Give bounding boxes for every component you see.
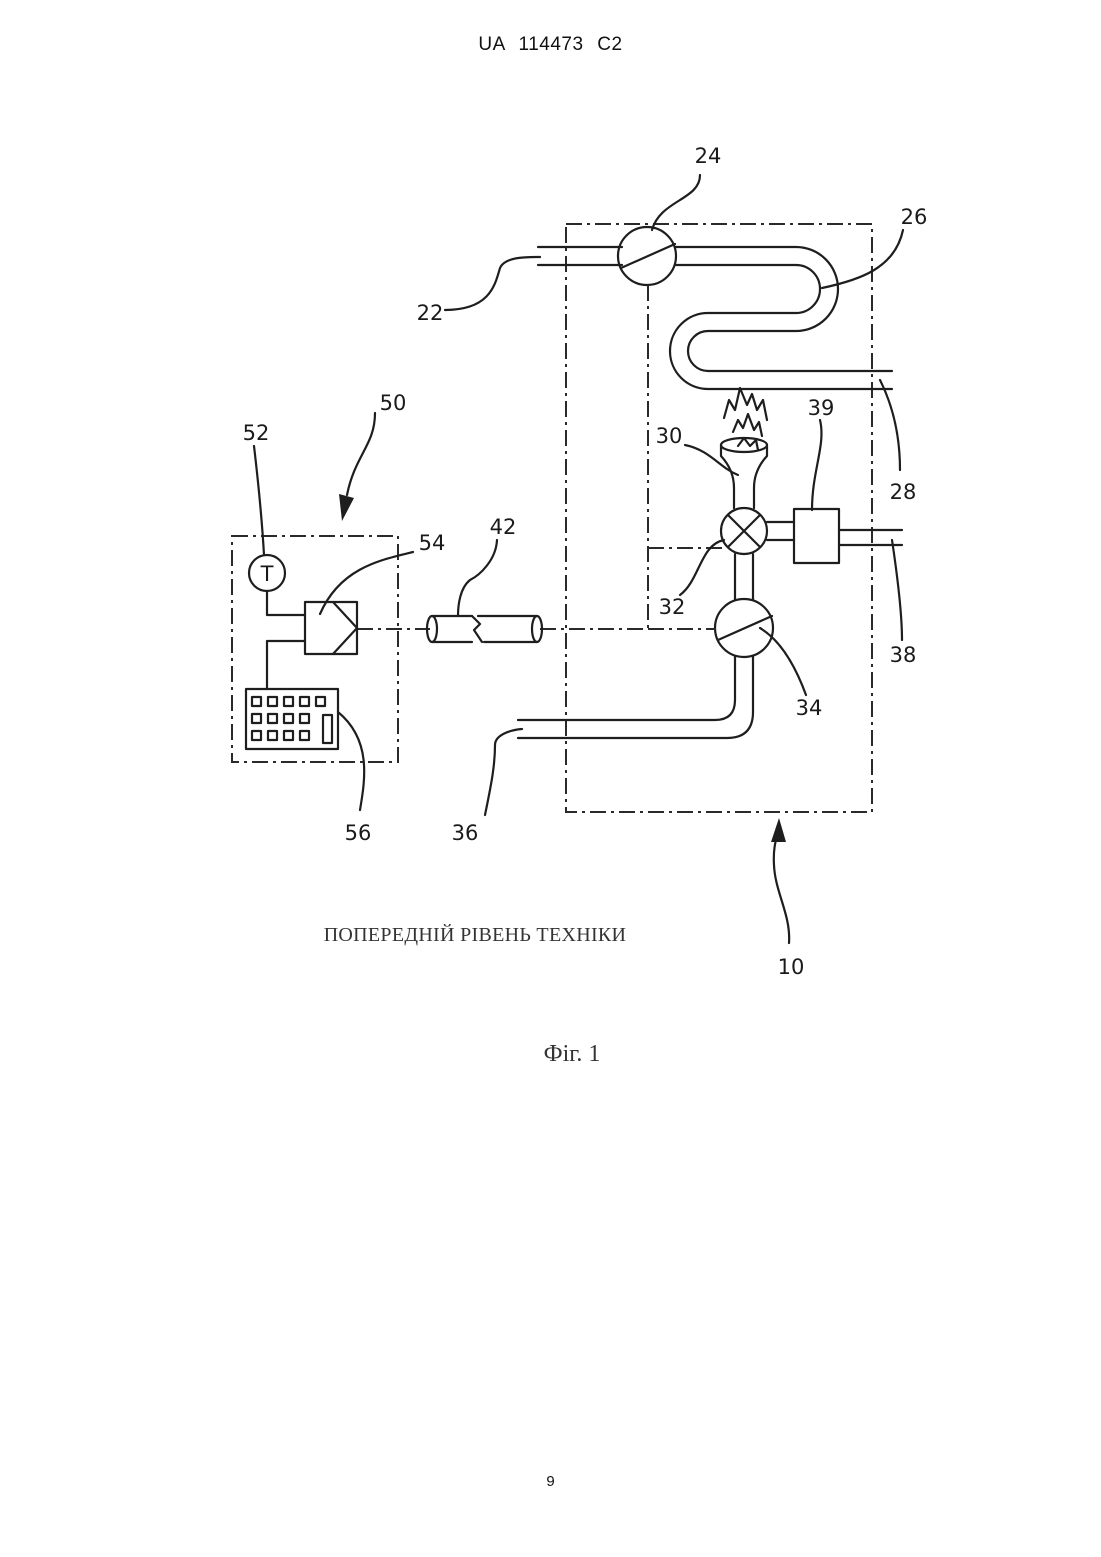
gas-meter-39: [794, 509, 839, 563]
leader-54: [320, 552, 413, 614]
keypad-56: [246, 689, 338, 749]
label-56: 56: [345, 821, 372, 845]
controller-54: [305, 602, 357, 654]
leader-38: [892, 540, 902, 640]
leader-26: [822, 230, 903, 288]
keypad-key: [300, 731, 309, 740]
keypad-key: [268, 714, 277, 723]
leader-10: [774, 832, 789, 943]
label-10: 10: [778, 955, 805, 979]
prior-art-caption: ПОПЕРЕДНІЙ РІВЕНЬ ТЕХНІКИ: [324, 923, 627, 946]
keypad-key: [284, 714, 293, 723]
keypad-key: [252, 731, 261, 740]
label-26: 26: [901, 205, 928, 229]
cable-42: [427, 616, 542, 642]
label-54: 54: [419, 531, 446, 555]
keypad-key: [316, 697, 325, 706]
label-30: 30: [656, 424, 683, 448]
figure-caption: Фіг. 1: [544, 1041, 601, 1067]
keypad-key: [252, 714, 261, 723]
leader-42: [458, 540, 497, 616]
pump-24: [618, 227, 676, 285]
leader-36: [485, 729, 522, 815]
keypad-key: [268, 697, 277, 706]
label-28: 28: [890, 480, 917, 504]
label-22: 22: [417, 301, 444, 325]
thermostat-symbol: T: [260, 562, 274, 586]
leader-24: [652, 175, 700, 230]
page-number: 9: [0, 1473, 1101, 1490]
gas-valve-32: [721, 508, 767, 554]
thermostat-52: T: [249, 555, 285, 591]
label-42: 42: [490, 515, 517, 539]
leader-52: [254, 446, 264, 555]
label-38: 38: [890, 643, 917, 667]
burner-30: [721, 438, 767, 508]
leader-28: [880, 380, 900, 470]
label-39: 39: [808, 396, 835, 420]
return-pipe-36: [518, 656, 753, 738]
heat-exchanger-coil: [670, 247, 892, 389]
leader-22: [445, 257, 540, 310]
keypad-key: [284, 731, 293, 740]
inlet-pipe-22: [538, 247, 622, 265]
label-50: 50: [380, 391, 407, 415]
leader-34: [760, 628, 806, 695]
leader-50: [347, 413, 375, 495]
control-unit-boundary: [232, 536, 398, 762]
arrow-50: [339, 494, 354, 521]
label-34: 34: [796, 696, 823, 720]
arrow-10: [771, 818, 786, 842]
leader-39: [812, 420, 821, 510]
keypad-key: [268, 731, 277, 740]
keypad-key: [284, 697, 293, 706]
label-32: 32: [659, 595, 686, 619]
label-52: 52: [243, 421, 270, 445]
label-36: 36: [452, 821, 479, 845]
keypad-key: [300, 714, 309, 723]
label-24: 24: [695, 144, 722, 168]
keypad-key: [252, 697, 261, 706]
pump-34: [715, 599, 773, 657]
keypad-key: [300, 697, 309, 706]
